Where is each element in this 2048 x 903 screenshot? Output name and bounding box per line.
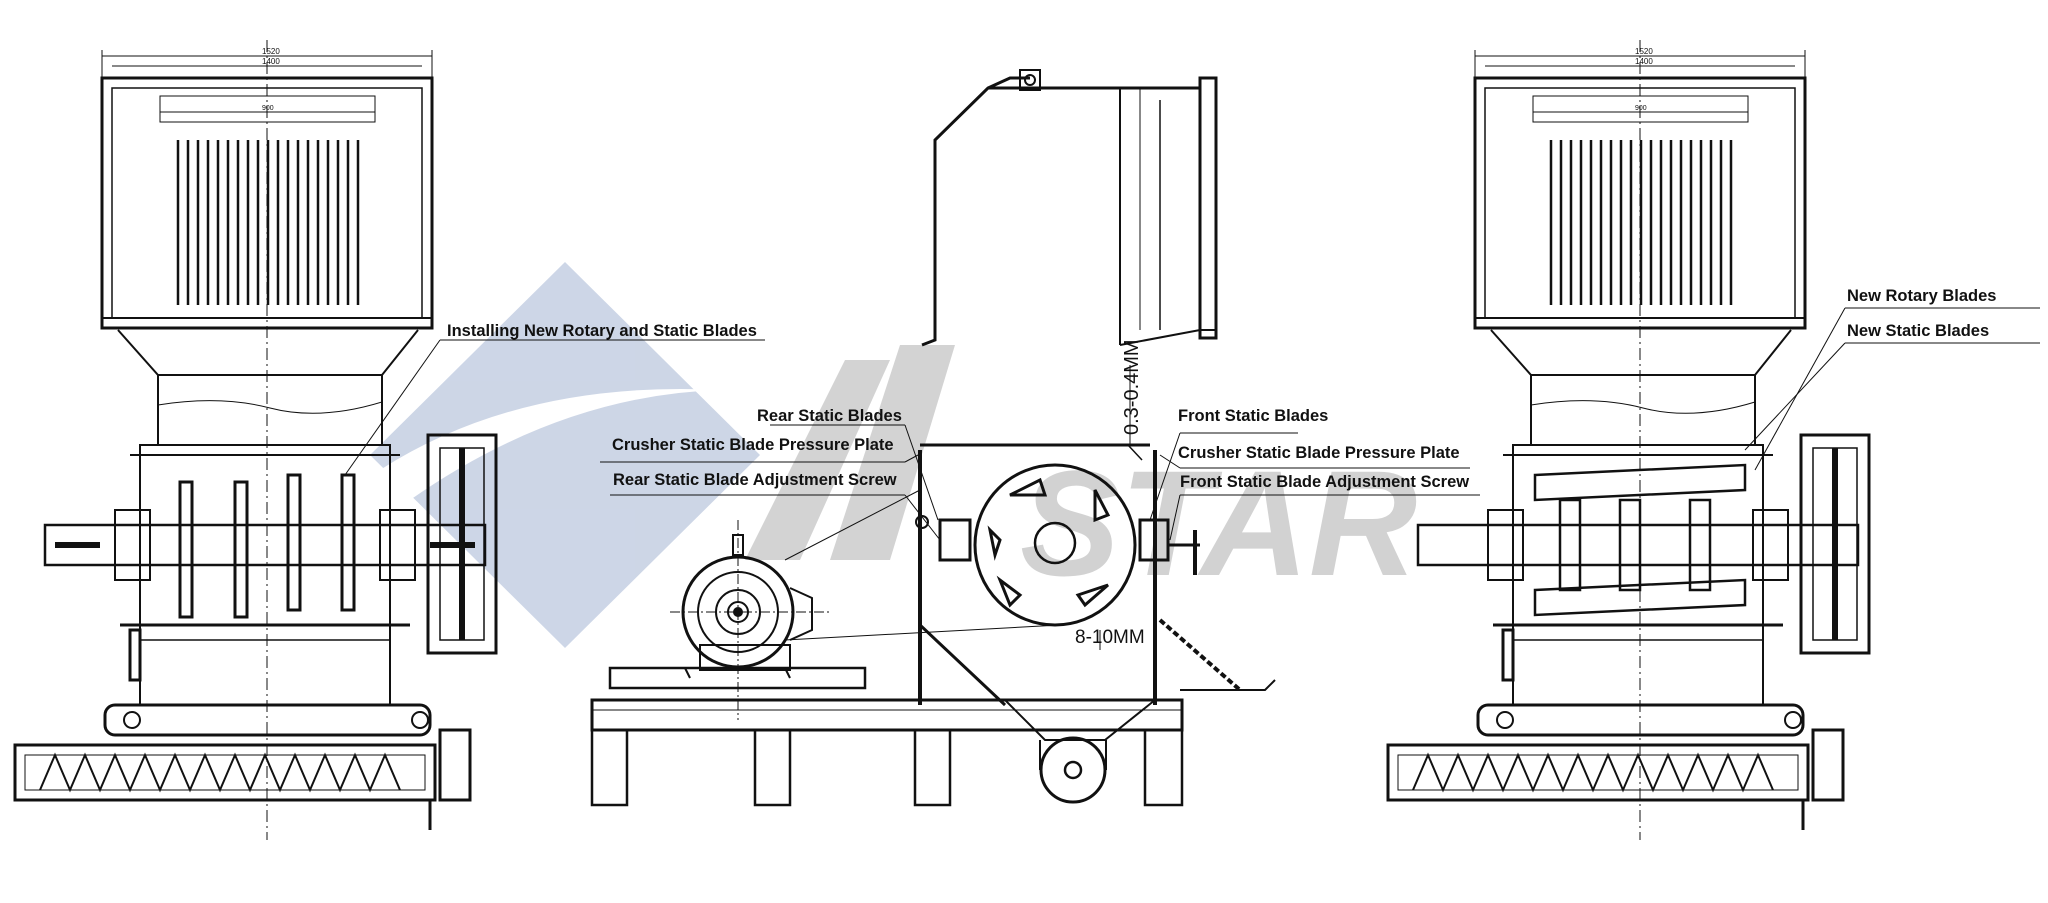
- right-leaders: [1744, 307, 2040, 471]
- gap-dimension-large: 8-10MM: [1075, 627, 1145, 648]
- label-crusher-pressure-plate-front: Crusher Static Blade Pressure Plate: [1178, 444, 1460, 462]
- gap-dimension-small: 0.3-0.4MM: [1121, 339, 1143, 435]
- label-rear-adjustment-screw: Rear Static Blade Adjustment Screw: [613, 471, 897, 489]
- label-crusher-pressure-plate-rear: Crusher Static Blade Pressure Plate: [612, 436, 894, 454]
- left-dim-outer: 1520: [262, 47, 280, 56]
- center-view-machine: [590, 69, 1276, 807]
- label-new-rotary-blades: New Rotary Blades: [1847, 287, 1997, 305]
- watermark-brand-text: STAR: [1020, 439, 1417, 607]
- right-dim-outer: 1520: [1635, 47, 1653, 56]
- label-installing-new-blades: Installing New Rotary and Static Blades: [447, 322, 757, 340]
- label-new-static-blades: New Static Blades: [1847, 322, 1990, 340]
- right-view-machine: [1386, 40, 1871, 840]
- label-rear-static-blades: Rear Static Blades: [757, 407, 902, 425]
- left-dim-inner: 1400: [262, 57, 280, 66]
- left-dim-screen: 900: [262, 105, 274, 112]
- center-leaders: [600, 424, 1480, 541]
- label-front-static-blades: Front Static Blades: [1178, 407, 1329, 425]
- label-front-adjustment-screw: Front Static Blade Adjustment Screw: [1180, 473, 1470, 491]
- watermark-logo: [370, 262, 955, 648]
- right-dim-inner: 1400: [1635, 57, 1653, 66]
- left-view-machine: [13, 40, 498, 840]
- leader-installing-diag: [344, 339, 441, 476]
- right-dim-screen: 900: [1635, 105, 1647, 112]
